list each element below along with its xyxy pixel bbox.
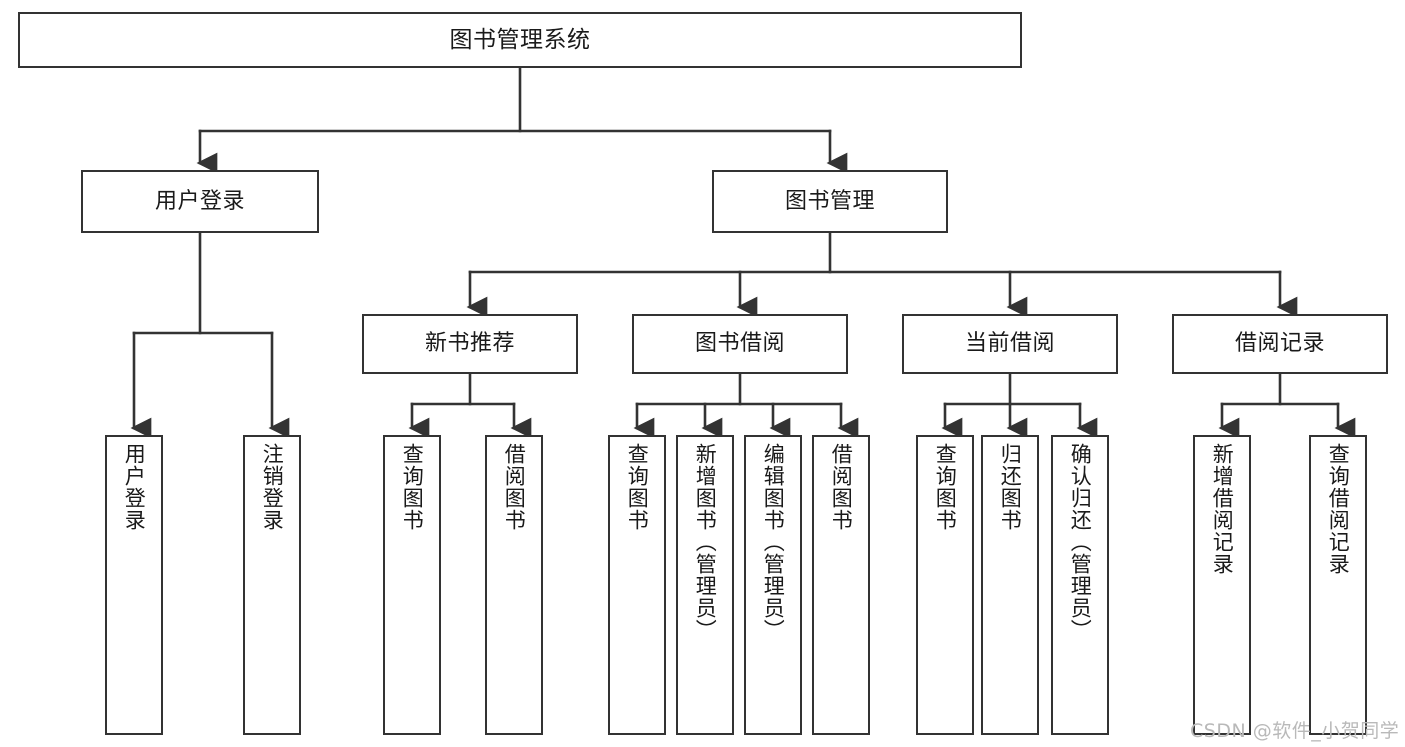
node-root[interactable]: 图书管理系统 <box>18 12 1022 68</box>
leaf-label: 用户登录 <box>122 443 147 531</box>
leaf-label: 查询图书 <box>400 443 425 531</box>
leaf-add-record[interactable]: 新增借阅记录 <box>1193 435 1251 735</box>
leaf-label: 编辑图书（管理员） <box>761 443 786 641</box>
leaf-label: 查询图书 <box>933 443 958 531</box>
node-book-manage[interactable]: 图书管理 <box>712 170 948 233</box>
leaf-add-book[interactable]: 新增图书（管理员） <box>676 435 734 735</box>
node-new-book-recommend[interactable]: 新书推荐 <box>362 314 578 374</box>
leaf-return-book[interactable]: 归还图书 <box>981 435 1039 735</box>
leaf-edit-book[interactable]: 编辑图书（管理员） <box>744 435 802 735</box>
leaf-label: 确认归还（管理员） <box>1068 443 1093 641</box>
node-user-login[interactable]: 用户登录 <box>81 170 319 233</box>
leaf-label: 新增借阅记录 <box>1210 443 1235 575</box>
leaf-label: 归还图书 <box>998 443 1023 531</box>
leaf-confirm-return[interactable]: 确认归还（管理员） <box>1051 435 1109 735</box>
leaf-query-book-2[interactable]: 查询图书 <box>608 435 666 735</box>
leaf-query-book-1[interactable]: 查询图书 <box>383 435 441 735</box>
leaf-borrow-book-1[interactable]: 借阅图书 <box>485 435 543 735</box>
leaf-query-book-3[interactable]: 查询图书 <box>916 435 974 735</box>
leaf-user-login[interactable]: 用户登录 <box>105 435 163 735</box>
leaf-query-record[interactable]: 查询借阅记录 <box>1309 435 1367 735</box>
leaf-logout-login[interactable]: 注销登录 <box>243 435 301 735</box>
leaf-label: 新增图书（管理员） <box>693 443 718 641</box>
node-current-borrow[interactable]: 当前借阅 <box>902 314 1118 374</box>
leaf-label: 借阅图书 <box>502 443 527 531</box>
node-book-borrow[interactable]: 图书借阅 <box>632 314 848 374</box>
csdn-watermark: CSDN @软件_小贺同学 <box>1190 720 1400 742</box>
leaf-label: 查询图书 <box>625 443 650 531</box>
node-borrow-record[interactable]: 借阅记录 <box>1172 314 1388 374</box>
leaf-label: 借阅图书 <box>829 443 854 531</box>
leaf-label: 注销登录 <box>260 443 285 531</box>
leaf-borrow-book-2[interactable]: 借阅图书 <box>812 435 870 735</box>
leaf-label: 查询借阅记录 <box>1326 443 1351 575</box>
